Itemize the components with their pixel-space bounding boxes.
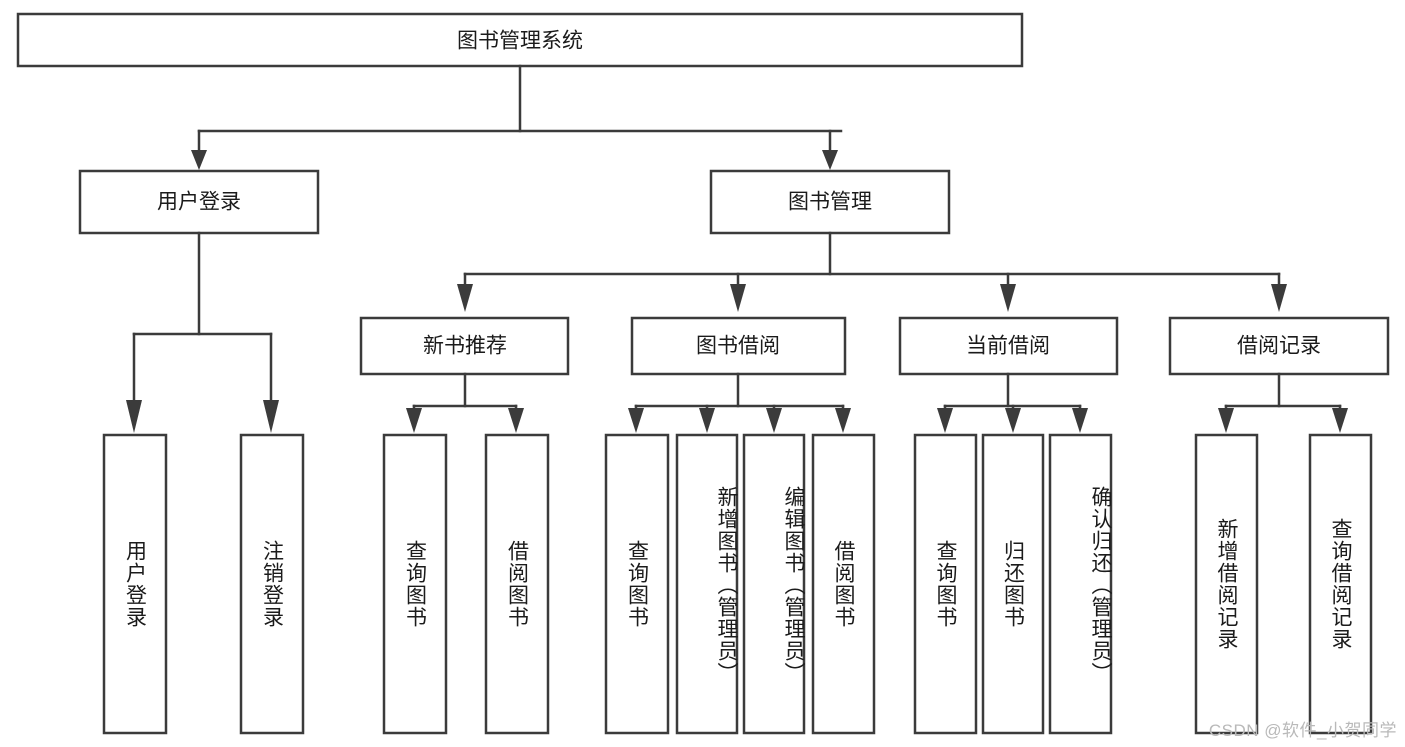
node-root[interactable]: 图书管理系统: [16, 12, 1024, 68]
leaf-box-borrow-record-1[interactable]: [1194, 433, 1259, 735]
arrow-book-borrow-leaf-1: [628, 408, 644, 433]
arrow-to-book-borrow: [730, 284, 746, 312]
arrow-book-borrow-leaf-2: [699, 408, 715, 433]
watermark-text: CSDN @软件_小贺同学: [1208, 721, 1397, 740]
arrow-user-login-leaf-1: [126, 400, 142, 433]
arrow-new-book-leaf-1: [406, 408, 422, 433]
root-box: [16, 12, 1024, 68]
arrow-current-borrow-leaf-3: [1072, 408, 1088, 433]
connector-user-login-to-leaves: [126, 231, 279, 433]
arrow-to-new-book: [457, 284, 473, 312]
current-borrow-box: [898, 316, 1119, 376]
arrow-new-book-leaf-2: [508, 408, 524, 433]
node-current-borrow[interactable]: 当前借阅: [898, 316, 1119, 376]
leaf-box-book-borrow-2[interactable]: [675, 433, 739, 735]
arrow-user-login-leaf-2: [263, 400, 279, 433]
node-new-book-recommend[interactable]: 新书推荐: [359, 316, 570, 376]
arrow-current-borrow-leaf-1: [937, 408, 953, 433]
current-borrow-label: 当前借阅: [966, 335, 1050, 358]
arrow-to-borrow-record: [1271, 284, 1287, 312]
connector-borrow-record-to-leaves: [1218, 372, 1348, 433]
arrow-borrow-record-leaf-2: [1332, 408, 1348, 433]
node-borrow-record[interactable]: 借阅记录: [1168, 316, 1390, 376]
connector-new-book-to-leaves: [406, 372, 524, 433]
arrow-to-user-login: [191, 150, 207, 170]
arrow-borrow-record-leaf-1: [1218, 408, 1234, 433]
root-label: 图书管理系统: [457, 30, 583, 53]
user-login-label: 用户登录: [157, 191, 241, 214]
book-management-label: 图书管理: [788, 191, 872, 214]
leaf-box-book-borrow-4[interactable]: [811, 433, 876, 735]
leaf-box-current-borrow-2[interactable]: [981, 433, 1045, 735]
leaf-box-borrow-record-2[interactable]: [1308, 433, 1373, 735]
connector-book-management-to-level3: [457, 231, 1287, 312]
leaf-box-user-login-2[interactable]: [239, 433, 305, 735]
connector-current-borrow-to-leaves: [937, 372, 1088, 433]
connector-book-borrow-to-leaves: [628, 372, 851, 433]
arrow-book-borrow-leaf-3: [766, 408, 782, 433]
node-book-management[interactable]: 图书管理: [709, 169, 951, 235]
book-borrow-label: 图书借阅: [696, 335, 780, 358]
node-book-borrow[interactable]: 图书借阅: [630, 316, 847, 376]
borrow-record-label: 借阅记录: [1237, 335, 1321, 358]
leaf-box-current-borrow-1[interactable]: [913, 433, 978, 735]
new-book-recommend-label: 新书推荐: [423, 335, 507, 358]
user-login-box: [78, 169, 320, 235]
leaf-box-user-login-1[interactable]: [102, 433, 168, 735]
leaf-box-new-book-2[interactable]: [484, 433, 550, 735]
leaf-box-book-borrow-3[interactable]: [742, 433, 806, 735]
arrow-book-borrow-leaf-4: [835, 408, 851, 433]
leaf-box-book-borrow-1[interactable]: [604, 433, 670, 735]
arrow-to-book-management: [822, 150, 838, 170]
new-book-recommend-box: [359, 316, 570, 376]
leaf-box-current-borrow-3[interactable]: [1048, 433, 1113, 735]
connector-root-to-level2: [191, 64, 843, 170]
node-user-login[interactable]: 用户登录: [78, 169, 320, 235]
leaf-box-new-book-1[interactable]: [382, 433, 448, 735]
arrow-current-borrow-leaf-2: [1005, 408, 1021, 433]
arrow-to-current-borrow: [1000, 284, 1016, 312]
